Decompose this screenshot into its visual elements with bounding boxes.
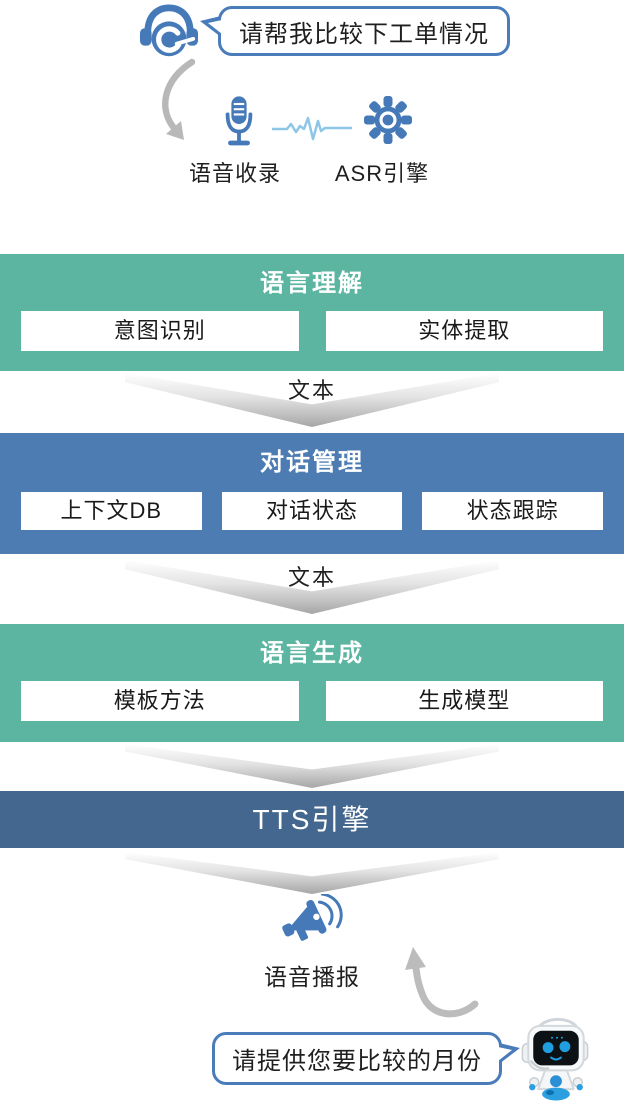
flow-label-text: 文本 xyxy=(287,378,336,403)
block-language-understanding: 语言理解 意图识别 实体提取 xyxy=(0,254,624,371)
headset-agent-icon xyxy=(139,4,199,57)
flow-arrow-3 xyxy=(125,744,499,788)
block-items: 模板方法 生成模型 xyxy=(0,681,624,721)
bubble-tail-fill xyxy=(498,1047,512,1061)
agent-utterance-text: 请提供您要比较的月份 xyxy=(232,1048,482,1075)
user-utterance-text: 请帮我比较下工单情况 xyxy=(239,20,489,48)
microphone-icon xyxy=(225,96,253,146)
asr-engine-label: ASR引擎 xyxy=(334,161,430,186)
user-speech-bubble: 请帮我比较下工单情况 xyxy=(200,6,510,56)
block-item-context-db: 上下文DB xyxy=(21,492,202,530)
block-title: 语言生成 xyxy=(260,640,364,667)
flow-label-text: 文本 xyxy=(287,565,336,590)
gear-icon xyxy=(364,96,412,144)
block-item-dialog-state: 对话状态 xyxy=(221,492,403,530)
curved-arrow-down-icon xyxy=(162,58,196,140)
block-tts-engine: TTS引擎 xyxy=(0,791,624,848)
voice-capture-label: 语音收录 xyxy=(188,161,281,186)
block-item-state-tracking: 状态跟踪 xyxy=(422,492,604,530)
block-item-template-method: 模板方法 xyxy=(21,681,299,721)
block-language-generation: 语言生成 模板方法 生成模型 xyxy=(0,624,624,742)
agent-speech-bubble: 请提供您要比较的月份 xyxy=(212,1032,520,1085)
voice-broadcast-label: 语音播报 xyxy=(264,964,360,990)
block-title: 语言理解 xyxy=(260,270,364,297)
block-item-generation-model: 生成模型 xyxy=(325,681,603,721)
block-items: 上下文DB 对话状态 状态跟踪 xyxy=(0,492,624,530)
block-item-intent-recognition: 意图识别 xyxy=(21,311,299,351)
block-title: 对话管理 xyxy=(260,449,364,476)
curved-arrow-up-icon xyxy=(405,947,479,1018)
block-title: TTS引擎 xyxy=(252,804,372,835)
megaphone-icon xyxy=(282,894,343,941)
block-dialog-management: 对话管理 上下文DB 对话状态 状态跟踪 xyxy=(0,433,624,554)
chevron-down-arrow xyxy=(125,744,499,788)
bubble-tail-fill xyxy=(208,20,222,34)
flow-arrow-4 xyxy=(125,852,499,894)
robot-icon xyxy=(521,1017,589,1101)
audio-waveform-icon xyxy=(272,116,352,141)
flow-arrow-1: 文本 xyxy=(125,373,499,427)
chevron-down-arrow xyxy=(125,852,499,894)
flow-arrow-2: 文本 xyxy=(125,560,499,614)
block-items: 意图识别 实体提取 xyxy=(0,311,624,351)
block-item-entity-extraction: 实体提取 xyxy=(325,311,603,351)
